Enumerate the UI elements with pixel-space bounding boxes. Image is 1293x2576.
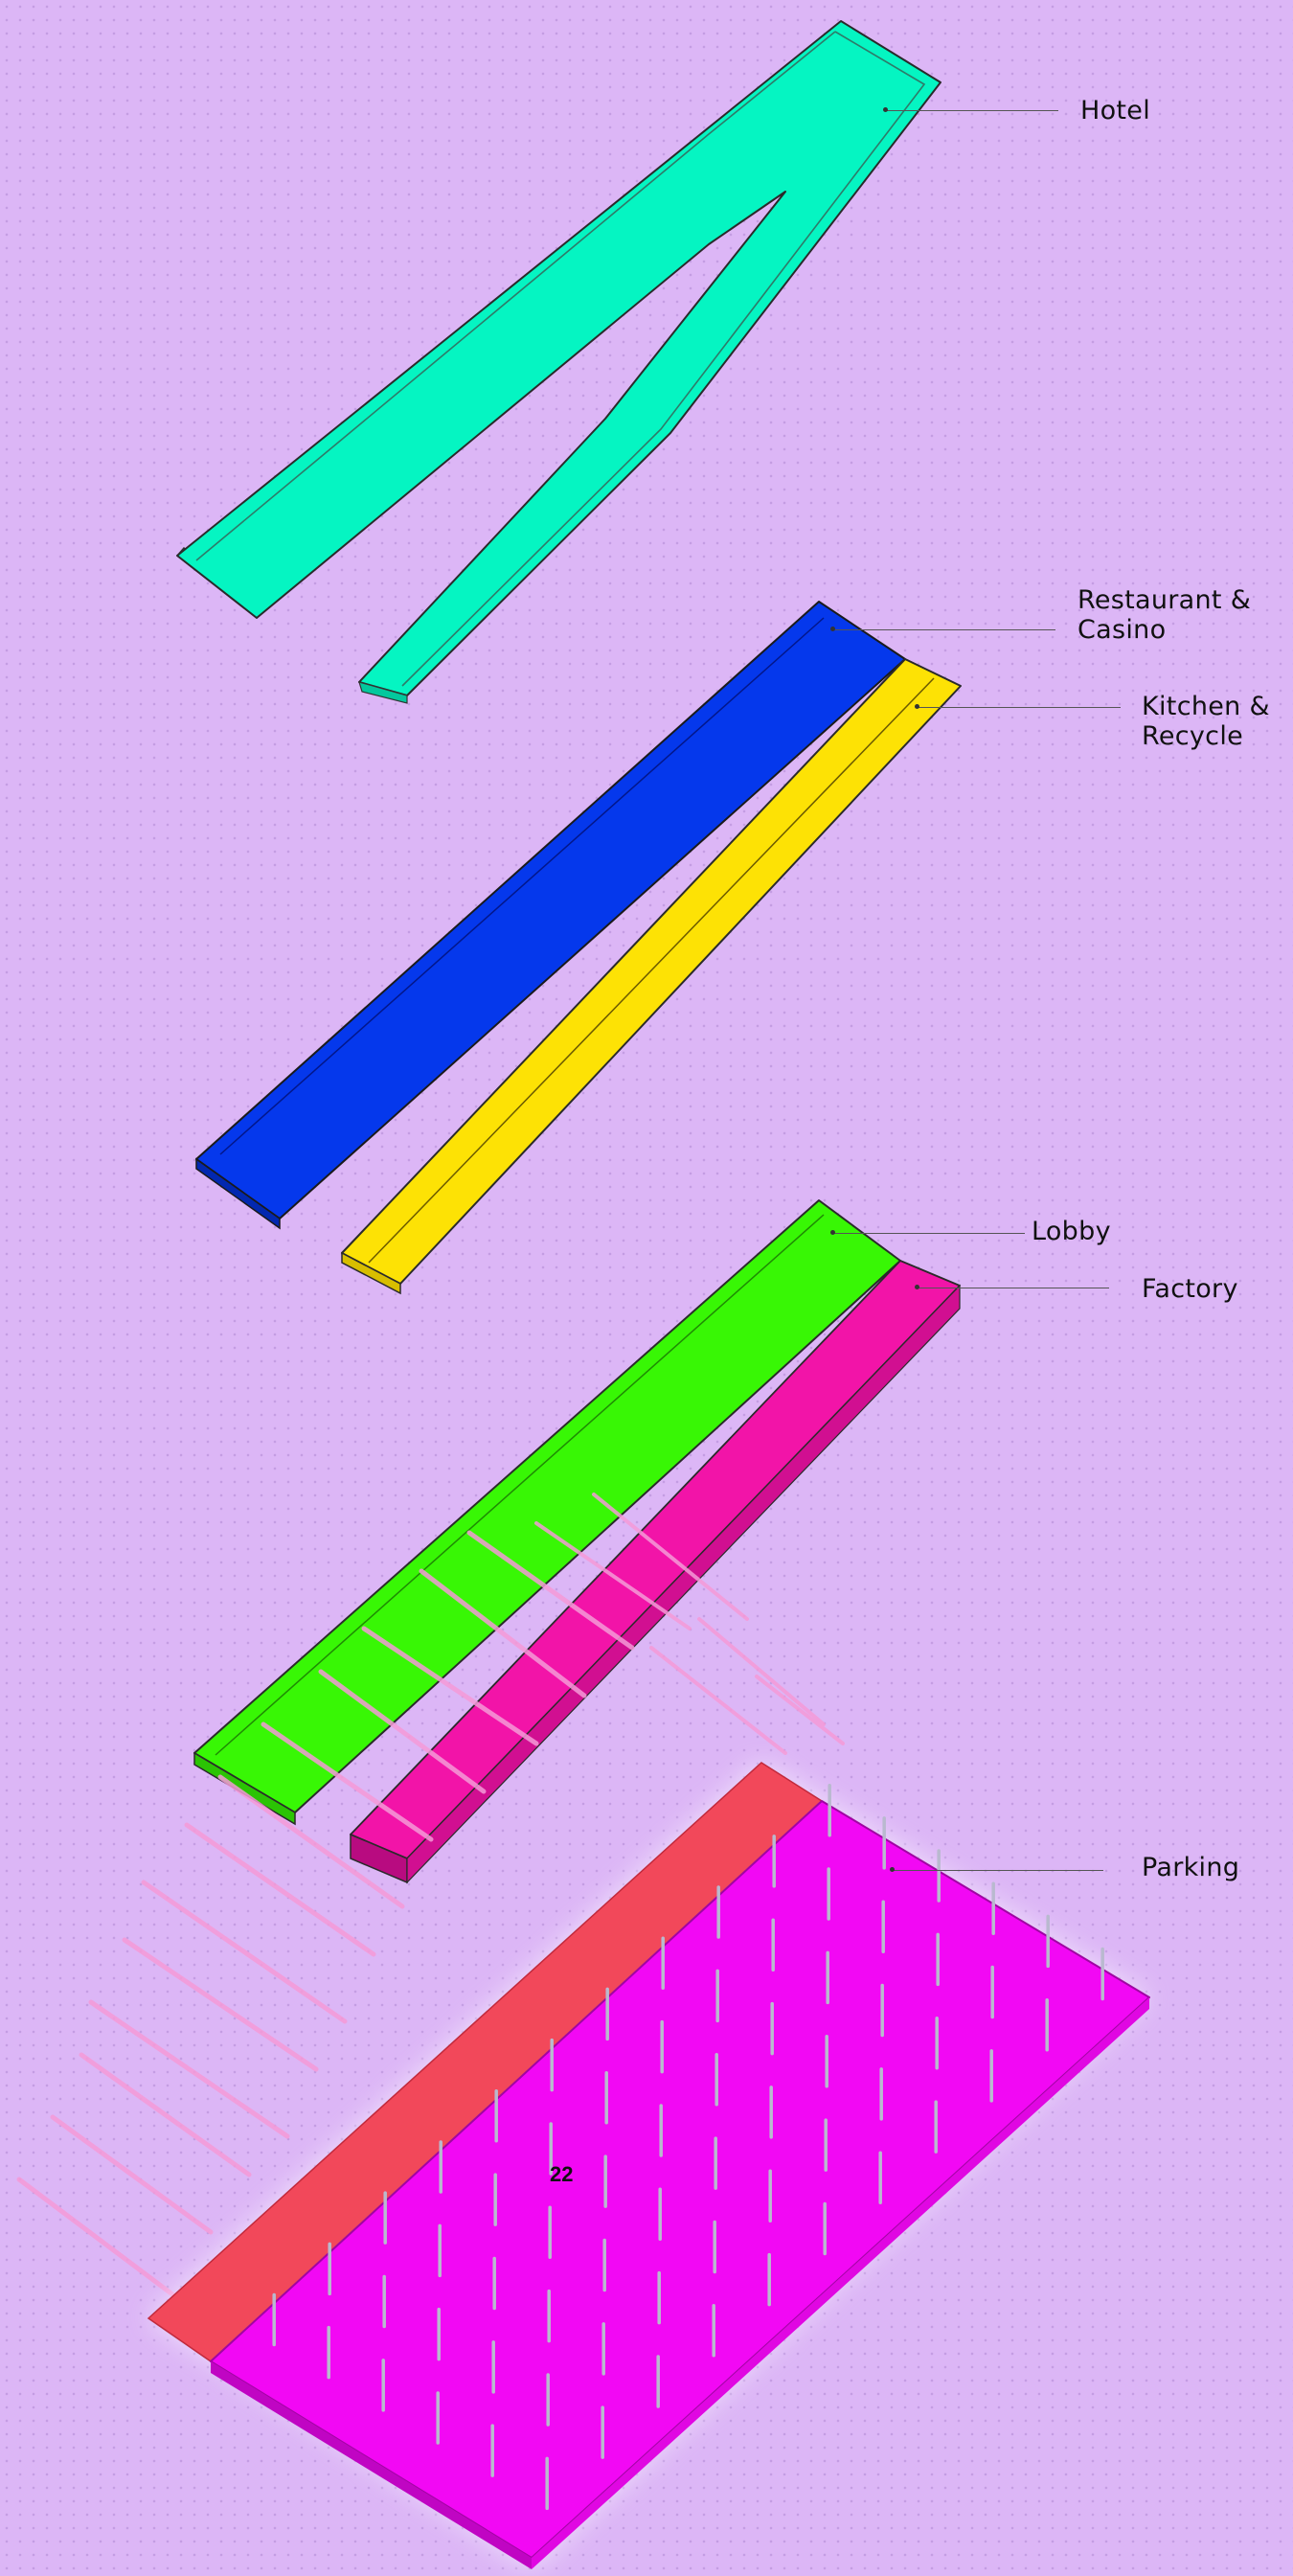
label-parking-text: Parking xyxy=(1142,1853,1239,1882)
factory-leader-dot xyxy=(915,1285,919,1289)
kitchen-recycle-leader-dot xyxy=(915,704,919,709)
hotel-leader-dot xyxy=(883,107,888,112)
parking-layer xyxy=(148,1763,1149,2569)
label-restaurant-casino: Restaurant & Casino xyxy=(1078,585,1251,645)
label-factory-text: Factory xyxy=(1142,1274,1238,1304)
label-kitchen-recycle-line2: Recycle xyxy=(1142,721,1270,751)
label-kitchen-recycle-line1: Kitchen & xyxy=(1142,692,1270,721)
label-lobby: Lobby xyxy=(1032,1217,1111,1246)
page-number: 22 xyxy=(550,2162,573,2187)
parking-leader-dot xyxy=(890,1867,895,1872)
label-parking: Parking xyxy=(1142,1853,1239,1882)
label-hotel: Hotel xyxy=(1080,96,1150,125)
restaurant-casino-top-face xyxy=(196,602,905,1219)
label-kitchen-recycle: Kitchen & Recycle xyxy=(1142,692,1270,751)
label-factory: Factory xyxy=(1142,1274,1238,1304)
label-restaurant-casino-line2: Casino xyxy=(1078,615,1251,645)
hotel-layer xyxy=(177,21,941,703)
label-restaurant-casino-line1: Restaurant & xyxy=(1078,585,1251,615)
restaurant-casino-leader-line xyxy=(833,629,1055,630)
hotel-top-face xyxy=(177,21,941,695)
parking-leader-line xyxy=(893,1870,1103,1871)
label-hotel-text: Hotel xyxy=(1080,96,1150,125)
hotel-leader-line xyxy=(886,110,1058,111)
restaurant-casino-leader-dot xyxy=(830,627,835,631)
restaurant-casino-layer xyxy=(196,602,905,1228)
kitchen-recycle-leader-line xyxy=(918,707,1121,708)
lobby-leader-line xyxy=(833,1233,1025,1234)
label-lobby-text: Lobby xyxy=(1032,1217,1111,1246)
lobby-leader-dot xyxy=(830,1230,835,1235)
